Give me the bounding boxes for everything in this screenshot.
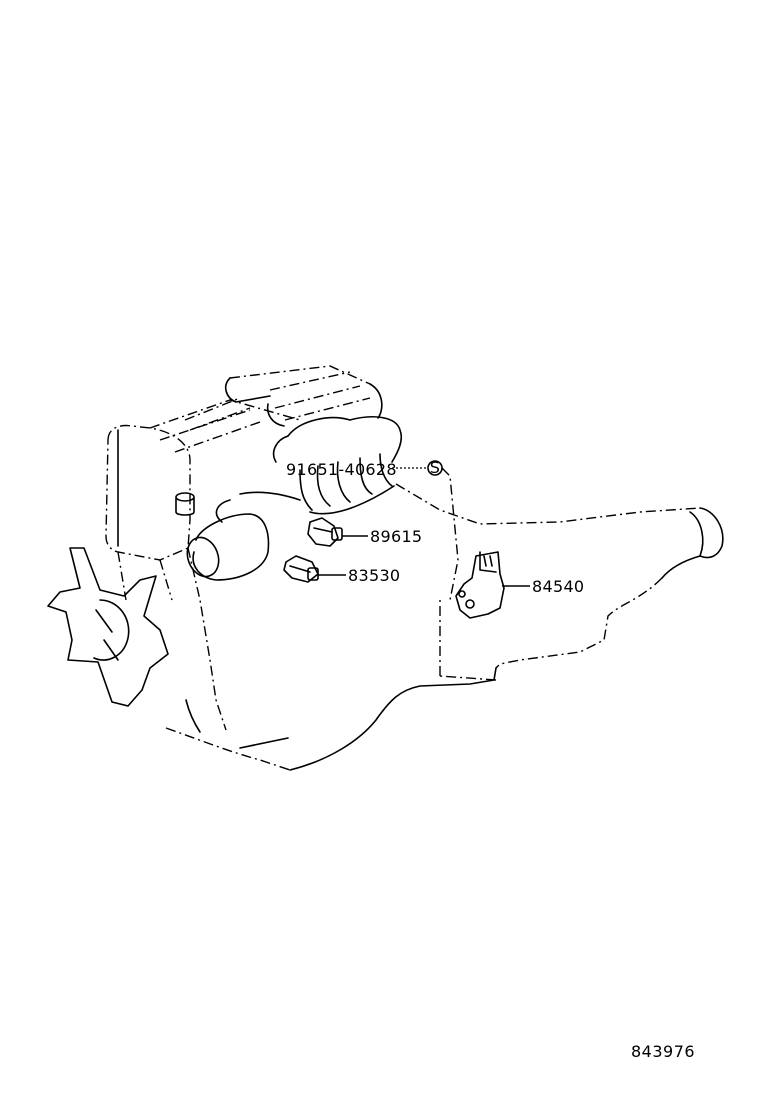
engine-assembly (47, 365, 724, 771)
figure-number: 843976 (631, 1042, 695, 1061)
bolt-marker-label: S (430, 458, 440, 477)
switch-84540-icon (455, 551, 505, 619)
part-label-91651-40628: 91651-40628 (286, 460, 397, 479)
bolt-marker-icon: S (427, 458, 443, 477)
part-label-89615: 89615 (370, 527, 422, 546)
part-label-83530: 83530 (348, 566, 400, 585)
fan-icon (47, 547, 169, 707)
part-label-84540: 84540 (532, 577, 584, 596)
sensor-83530-icon (283, 555, 319, 583)
sensor-89615-icon (307, 517, 343, 547)
bolt-to-switch-line (441, 467, 459, 601)
